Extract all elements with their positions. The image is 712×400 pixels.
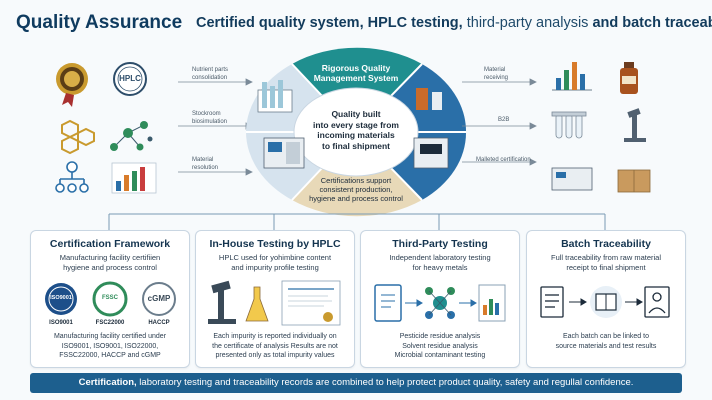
certificate-document-icon [281, 280, 341, 326]
medal-icon [56, 63, 88, 107]
supplement-bottle-icon [620, 62, 638, 94]
badge-label-1: ISO9001 [49, 320, 73, 326]
person-id-icon [644, 286, 670, 318]
clipboard-icon [374, 284, 402, 322]
badge-label-2: FSC22000 [95, 320, 125, 326]
card-description: HPLC used for yohimbine content and impu… [218, 253, 332, 272]
card-title: In-House Testing by HPLC [209, 238, 341, 250]
lab-bottles-icon [416, 88, 442, 110]
hplc-lab-icon [208, 280, 341, 326]
organization-tree-icon [55, 161, 89, 193]
bar-chart-icon [111, 162, 157, 194]
report-document-icon [478, 284, 506, 322]
banner-text: laboratory testing and traceability reco… [136, 377, 634, 388]
card-connectors [108, 213, 606, 230]
shipping-box-icon [617, 169, 651, 193]
card-footer: Manufacturing facility certified under I… [53, 333, 167, 359]
card-title: Third-Party Testing [392, 238, 488, 250]
card-batch-traceability: Batch Traceability Full traceability fro… [526, 230, 686, 368]
card-title: Certification Framework [49, 238, 171, 250]
bar-chart-icon [552, 62, 592, 91]
subtitle-tail: and batch traceability [592, 15, 712, 31]
third-party-flow-icon [374, 284, 506, 322]
right-label-2: B2B [498, 117, 510, 123]
card-title: Batch Traceability [561, 238, 651, 250]
molecule-hexagon-icon [61, 119, 95, 155]
segment-bottom-label: Certifications support consistent produc… [309, 176, 403, 203]
left-label-3: Material resolution [192, 157, 219, 171]
microscope-icon [208, 280, 236, 324]
badge-seal-3: cGMP [147, 294, 171, 303]
badge-seal-1: ISO9001 [50, 295, 72, 301]
analyzer-icon [413, 137, 449, 169]
left-label-2: Stockroom biosimulation [192, 111, 228, 125]
right-icon-cluster [551, 62, 651, 193]
card-footer: Each batch can be linked to source mater… [555, 333, 657, 350]
center-core [293, 87, 419, 177]
traceability-flow-icon [540, 286, 670, 318]
banner-bold: Certification, [78, 377, 137, 388]
card-footer: Pesticide residue analysis Solvent resid… [394, 333, 486, 359]
iso9001-badge-icon [45, 283, 77, 315]
right-arrows [462, 78, 537, 166]
package-box-icon [590, 286, 622, 318]
hplc-machine-icon [263, 137, 305, 169]
page-title: Quality Assurance [16, 12, 183, 33]
hplc-badge-icon [113, 62, 147, 96]
microscope-icon [624, 108, 646, 142]
center-ellipse-diagram [246, 47, 467, 217]
molecule-network-icon [425, 287, 455, 319]
fssc22000-badge-icon [92, 281, 128, 317]
right-label-1: Material receiving [484, 67, 509, 81]
flask-icon [245, 286, 269, 322]
badge-label-3: HACCP [148, 320, 170, 326]
hplc-badge-text: HPLC [119, 74, 141, 83]
badge-seal-2: FSSC [101, 295, 118, 301]
document-icon [540, 286, 564, 318]
right-label-3: Malleted certification [476, 157, 531, 163]
test-tubes-icon [551, 111, 587, 139]
left-icon-cluster [55, 62, 157, 194]
certification-badges-icon [45, 281, 176, 317]
center-text: Quality built into every stage from inco… [313, 109, 399, 151]
card-certification-framework: Certification Framework Manufacturing fa… [30, 230, 190, 368]
flask-rack-icon [257, 80, 293, 113]
segment-top-label: Rigorous Quality Management System [313, 63, 399, 83]
card-footer: Each impurity is reported individually o… [212, 333, 338, 359]
card-description: Manufacturing facility certifiien hygien… [59, 253, 161, 272]
card-description: Independent laboratory testing for heavy… [389, 253, 491, 272]
network-nodes-icon [110, 121, 153, 151]
left-label-1: Nutrient parts consolidation [192, 67, 229, 81]
summary-banner: Certification, laboratory testing and tr… [30, 373, 682, 393]
card-third-party-testing: Third-Party Testing Independent laborato… [360, 230, 520, 368]
subtitle-light: third-party analysis [466, 15, 589, 31]
card-description: Full traceability from raw material rece… [550, 253, 662, 272]
lab-instrument-icon [551, 167, 593, 191]
card-in-house-testing: In-House Testing by HPLC HPLC used for y… [195, 230, 355, 368]
page-subtitle: Certified quality system, HPLC testing, … [196, 15, 712, 31]
cgmp-badge-icon [142, 282, 176, 316]
subtitle-bold: Certified quality system, HPLC testing, [196, 15, 463, 31]
